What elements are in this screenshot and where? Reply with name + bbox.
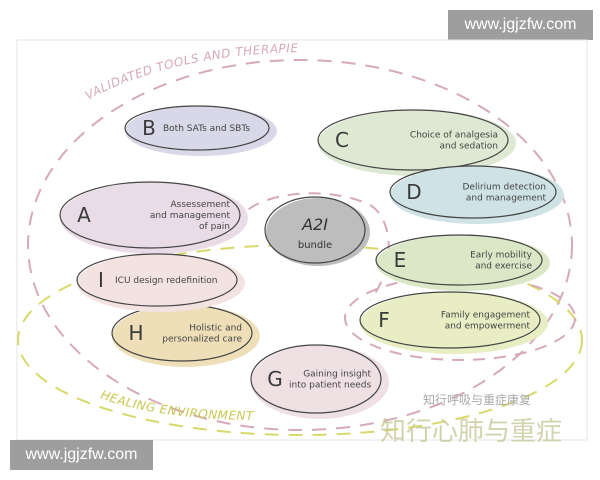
node-letter: A	[77, 203, 91, 227]
node-b: B Both SATs and SBTs	[124, 105, 277, 156]
node-description-line: personalized care	[162, 335, 242, 345]
node-letter: C	[335, 128, 349, 152]
node-description-line: and exercise	[475, 262, 532, 272]
node-wash	[60, 182, 248, 254]
node-description-line: Both SATs and SBTs	[163, 124, 250, 134]
node-letter: D	[406, 180, 421, 204]
watermark-cn-large: 知行心肺与重症	[380, 417, 562, 447]
node-i: I ICU design redefinition	[76, 253, 245, 312]
node-outline	[375, 234, 543, 286]
node-description-line: ICU design redefinition	[115, 276, 218, 286]
center-wash	[266, 198, 370, 266]
validated-region-boundary	[27, 59, 573, 431]
node-description-line: Early mobility	[470, 251, 533, 261]
node-description-line: Choice of analgesia	[410, 131, 498, 141]
node-description-line: and management	[150, 211, 231, 221]
node-letter: E	[394, 248, 407, 272]
node-outline	[389, 165, 557, 219]
node-letter: F	[378, 308, 390, 332]
node-description-line: into patient needs	[289, 381, 371, 391]
node-wash	[77, 254, 245, 312]
watermark-top: www.jgjzfw.com	[448, 10, 593, 40]
node-outline	[124, 105, 270, 151]
node-letter: B	[142, 116, 156, 140]
node-description-line: and sedation	[440, 142, 499, 152]
node-wash	[251, 345, 389, 419]
center-a2i-bundle: A2I bundle	[264, 196, 370, 266]
node-description-line: Delirium detection	[462, 183, 546, 193]
node-outline	[359, 291, 541, 349]
node-outline	[59, 181, 241, 249]
node-description-line: Holistic and	[189, 324, 242, 334]
node-wash	[376, 235, 550, 291]
node-wash	[125, 106, 277, 156]
node-outline	[317, 109, 509, 171]
node-description-line: and empowerment	[445, 322, 531, 332]
node-description-line: Family engagement	[441, 311, 531, 321]
center-title: A2I	[301, 215, 328, 234]
center-outline	[264, 196, 366, 264]
node-description-line: Assessement	[170, 200, 230, 210]
node-description-line: Gaining insight	[303, 370, 371, 380]
node-letter: H	[128, 321, 143, 345]
center-subtitle: bundle	[298, 240, 332, 251]
node-letter: I	[98, 268, 104, 292]
node-wash	[318, 110, 516, 176]
node-wash	[360, 292, 548, 354]
node-description-line: of pain	[199, 222, 230, 232]
node-letter: G	[267, 367, 283, 391]
node-outline	[76, 253, 238, 307]
node-description-line: and management	[466, 194, 547, 204]
watermark-bottom: www.jgjzfw.com	[10, 440, 153, 470]
node-outline	[250, 344, 382, 414]
watermark-cn-small: 知行呼吸与重症康复	[423, 392, 531, 407]
node-wash	[390, 166, 564, 224]
node-wash	[112, 305, 260, 367]
